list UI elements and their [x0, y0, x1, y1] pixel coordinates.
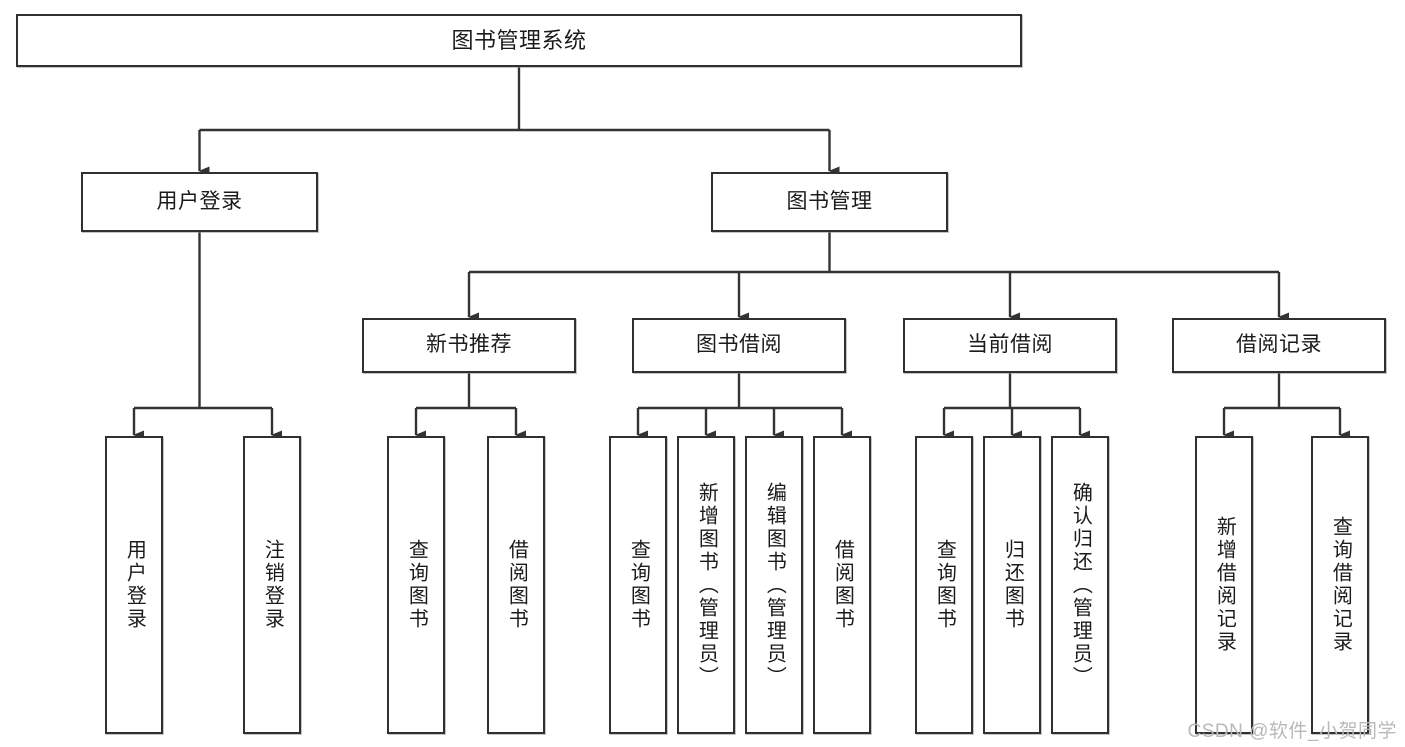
watermark: CSDN @软件_小贺同学: [1187, 721, 1397, 742]
node-label: 当前借阅: [967, 333, 1053, 357]
leaf-query-borrow-record[interactable]: 查询借阅记录: [1311, 436, 1369, 734]
leaf-logout[interactable]: 注销登录: [243, 436, 301, 734]
node-label: 注销登录: [261, 539, 284, 631]
node-label: 用户登录: [123, 539, 146, 631]
node-label: 确认归还（管理员）: [1069, 481, 1092, 689]
node-label: 新书推荐: [426, 333, 512, 357]
leaf-add-book-admin[interactable]: 新增图书（管理员）: [677, 436, 735, 734]
node-new-book-recommend[interactable]: 新书推荐: [362, 318, 576, 373]
leaf-confirm-return-admin[interactable]: 确认归还（管理员）: [1051, 436, 1109, 734]
node-label: 借阅记录: [1236, 333, 1322, 357]
node-current-borrow[interactable]: 当前借阅: [903, 318, 1117, 373]
leaf-edit-book-admin[interactable]: 编辑图书（管理员）: [745, 436, 803, 734]
node-root[interactable]: 图书管理系统: [16, 14, 1022, 67]
node-label: 新增借阅记录: [1213, 516, 1236, 654]
node-label: 图书借阅: [696, 333, 782, 357]
leaf-add-borrow-record[interactable]: 新增借阅记录: [1195, 436, 1253, 734]
leaf-user-login[interactable]: 用户登录: [105, 436, 163, 734]
node-label: 用户登录: [156, 189, 243, 213]
node-label: 图书管理: [786, 189, 873, 213]
node-book-management[interactable]: 图书管理: [711, 172, 948, 232]
node-book-borrow[interactable]: 图书借阅: [632, 318, 846, 373]
leaf-query-book-recommend[interactable]: 查询图书: [387, 436, 445, 734]
node-label: 图书管理系统: [451, 27, 587, 53]
leaf-borrow-book[interactable]: 借阅图书: [813, 436, 871, 734]
node-label: 新增图书（管理员）: [695, 481, 718, 689]
leaf-return-book[interactable]: 归还图书: [983, 436, 1041, 734]
node-label: 查询图书: [627, 539, 650, 631]
node-label: 编辑图书（管理员）: [763, 481, 786, 689]
leaf-borrow-book-recommend[interactable]: 借阅图书: [487, 436, 545, 734]
node-label: 查询借阅记录: [1329, 516, 1352, 654]
tree-connectors: [132, 67, 1350, 440]
node-label: 借阅图书: [831, 539, 854, 631]
node-label: 查询图书: [933, 539, 956, 631]
leaf-query-book-borrow[interactable]: 查询图书: [609, 436, 667, 734]
node-label: 借阅图书: [505, 539, 528, 631]
node-label: 查询图书: [405, 539, 428, 631]
leaf-query-book-current[interactable]: 查询图书: [915, 436, 973, 734]
node-borrow-record[interactable]: 借阅记录: [1172, 318, 1386, 373]
node-user-login[interactable]: 用户登录: [81, 172, 318, 232]
node-label: 归还图书: [1001, 539, 1024, 631]
